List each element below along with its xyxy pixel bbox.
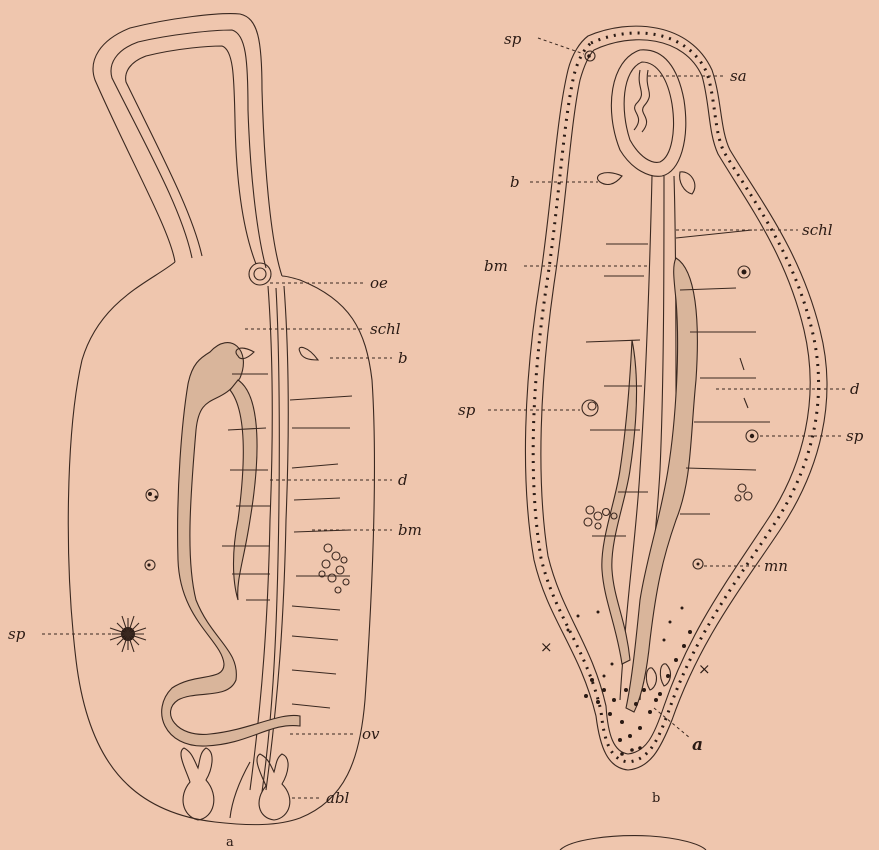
figure-a-oesophagus: [249, 263, 271, 285]
figure-b-spot-right-upper: [738, 266, 750, 278]
figure-b-gut: [626, 258, 697, 712]
caption-a: a: [226, 835, 234, 850]
label-a-abl: abl: [326, 789, 350, 807]
label-b-sa: sa: [730, 67, 747, 85]
figure-b-small-marks: [740, 358, 748, 408]
figure-b: [525, 26, 827, 770]
label-b-b: b: [510, 173, 520, 191]
label-a-oe: oe: [370, 274, 388, 292]
label-b-sp-right: sp: [846, 427, 864, 445]
figure-b-gland-b-left: [597, 173, 622, 185]
figure-a-spore-star: [110, 616, 146, 652]
figure-a: [68, 14, 374, 825]
figure-b-cluster-right: [735, 484, 752, 501]
figure-a-funnels: [181, 748, 290, 820]
label-b-d: d: [850, 380, 860, 398]
figure-b-gut-left: [602, 340, 637, 664]
figure-a-proboscis-outer: [93, 14, 282, 276]
caption-b: b: [652, 791, 660, 806]
figure-b-mn-dot: [693, 559, 703, 569]
label-a-schl: schl: [370, 320, 401, 338]
figure-b-spot-top: [585, 51, 595, 61]
figure-b-spot-right: [746, 430, 758, 442]
label-a-sp: sp: [8, 625, 26, 643]
label-a-bm: bm: [398, 521, 422, 539]
label-b-sp-left: sp: [458, 401, 476, 419]
label-b-x-right: ×: [698, 660, 711, 678]
figure-a-notochord: [250, 286, 288, 790]
figure-c-partial-outline: [560, 836, 706, 850]
figure-b-leaders: [488, 38, 846, 738]
figure-a-gland-b-right: [299, 347, 318, 360]
figure-a-gut-branch: [230, 380, 257, 600]
figure-a-spot-lower: [145, 560, 155, 570]
label-b-a: a: [692, 735, 703, 755]
label-a-ov: ov: [362, 725, 380, 743]
label-b-mn: mn: [764, 557, 788, 575]
label-a-d: d: [398, 471, 408, 489]
label-b-schl: schl: [802, 221, 833, 239]
figure-a-cluster-bm: [319, 544, 349, 593]
label-a-b: b: [398, 349, 408, 367]
figure-b-gland-b-right: [680, 172, 695, 194]
figure-b-zigzag: [634, 70, 649, 132]
figure-b-proboscis-loop: [611, 50, 685, 176]
figure-b-spot-left: [582, 400, 598, 416]
figure-a-proboscis-inner: [111, 30, 266, 268]
label-b-x-left: ×: [540, 638, 553, 656]
label-b-bm: bm: [484, 257, 508, 275]
figure-a-spot-upper: [146, 489, 158, 501]
label-b-sp-top: sp: [504, 30, 522, 48]
